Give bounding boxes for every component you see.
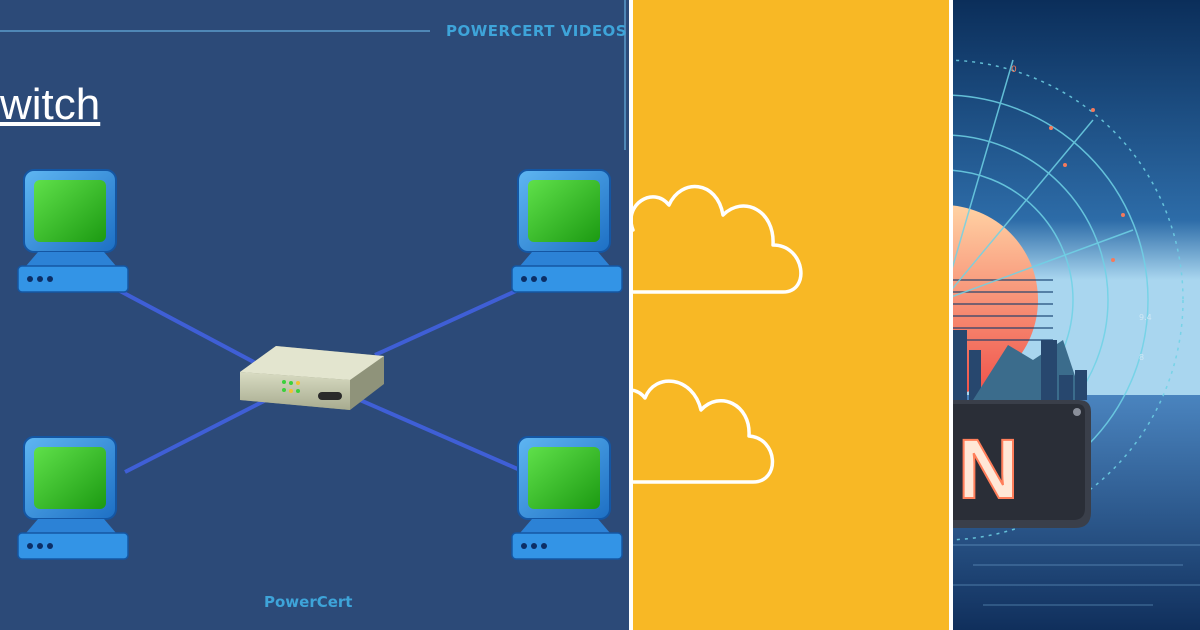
computer-icon <box>511 436 623 560</box>
letter-badge <box>953 400 1091 528</box>
network-switch-slide: POWERCERT VIDEOS witch <box>0 0 629 630</box>
cloud-icon <box>633 379 775 484</box>
sun-graphic <box>953 205 1053 395</box>
panel-divider <box>629 0 633 630</box>
brand-bottom: PowerCert <box>264 593 353 611</box>
network-links <box>104 278 541 474</box>
cloud-icon <box>633 184 803 294</box>
radar-ticks <box>1049 108 1125 262</box>
city-skyline <box>953 330 1087 400</box>
side-rule <box>624 0 626 150</box>
network-diagram <box>17 169 623 560</box>
link-line <box>359 398 521 472</box>
radar-label: 9.4 <box>1139 313 1152 322</box>
link-line <box>374 278 541 357</box>
badge-letter: N <box>958 422 1019 516</box>
cloud-panel <box>633 0 949 630</box>
radar-arcs <box>953 59 1184 541</box>
radar-label: 8 <box>1139 353 1144 362</box>
top-rule <box>0 30 430 32</box>
link-line <box>104 281 266 370</box>
network-switch-icon <box>240 346 384 410</box>
link-line <box>124 396 271 474</box>
computer-icon <box>17 436 129 560</box>
radar-label: 0 <box>1011 65 1017 75</box>
slide-title: witch <box>0 80 101 129</box>
radar-sunset-panel: 0 9.4 8 N <box>953 0 1200 630</box>
brand-top: POWERCERT VIDEOS <box>446 22 628 40</box>
water-ripples <box>953 544 1200 606</box>
computer-icon <box>17 169 129 293</box>
panel-divider <box>949 0 953 630</box>
computer-icon <box>511 169 623 293</box>
